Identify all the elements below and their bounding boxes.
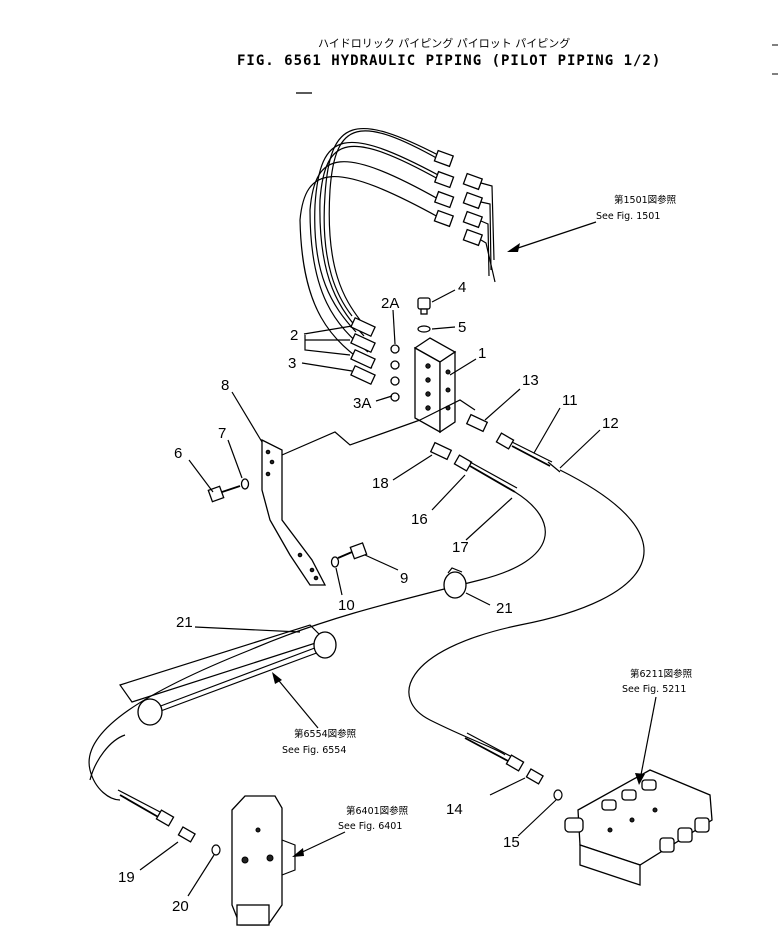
callout-11: 11 bbox=[562, 392, 578, 409]
ref-fig6211-en: See Fig. 5211 bbox=[622, 684, 686, 695]
callout-2a: 2A bbox=[381, 295, 399, 312]
callout-21-upper: 21 bbox=[496, 600, 513, 617]
callout-4: 4 bbox=[458, 279, 466, 296]
adapter-fitting bbox=[465, 413, 489, 433]
ref-fig1501-en: See Fig. 1501 bbox=[596, 211, 660, 222]
pilot-manifold-block bbox=[413, 337, 457, 434]
bracket-outline bbox=[281, 419, 421, 456]
callout-3: 3 bbox=[288, 355, 296, 372]
o-ring-part bbox=[417, 325, 431, 333]
leader-6211 bbox=[639, 696, 657, 781]
callout-13: 13 bbox=[522, 372, 539, 389]
callout-1: 1 bbox=[478, 345, 486, 362]
callout-20: 20 bbox=[172, 898, 189, 915]
adapter-fitting bbox=[429, 441, 453, 461]
callout-14: 14 bbox=[446, 801, 463, 818]
arrowhead bbox=[507, 243, 520, 252]
pilot-hose-bundle bbox=[299, 127, 441, 369]
title-english: FIG. 6561 HYDRAULIC PIPING (PILOT PIPING… bbox=[237, 53, 661, 69]
callout-7: 7 bbox=[218, 425, 226, 442]
hose-assembly-middle bbox=[88, 454, 546, 801]
arrowhead bbox=[292, 848, 304, 857]
mounting-bracket bbox=[261, 438, 327, 586]
o-ring-part bbox=[553, 789, 563, 801]
callout-8: 8 bbox=[221, 377, 229, 394]
hose-end-lower-right bbox=[464, 732, 544, 785]
ref-fig6554-en: See Fig. 6554 bbox=[282, 745, 346, 756]
plug-part bbox=[417, 297, 431, 315]
hose-end-lower-left bbox=[117, 789, 196, 843]
leader-1501 bbox=[511, 221, 597, 251]
ref-fig6211-jp: 第6211図参照 bbox=[630, 668, 693, 680]
hose-assembly-upper bbox=[408, 432, 645, 756]
callout-18: 18 bbox=[372, 475, 389, 492]
hose-end-fittings bbox=[304, 316, 400, 402]
bolt-part bbox=[207, 485, 241, 503]
bracket-outline bbox=[419, 399, 476, 421]
hose-clamp bbox=[443, 567, 467, 599]
bolt-part bbox=[337, 542, 368, 560]
ref-fig6401-jp: 第6401図参照 bbox=[346, 805, 409, 817]
callout-17: 17 bbox=[452, 539, 469, 556]
ref-fig6554-jp: 第6554図参照 bbox=[294, 728, 357, 740]
hose-protector bbox=[89, 624, 337, 781]
callout-2: 2 bbox=[290, 327, 298, 344]
leader-6401 bbox=[295, 831, 346, 856]
callout-19: 19 bbox=[118, 869, 135, 886]
washer-part bbox=[330, 556, 340, 568]
o-ring-part bbox=[211, 844, 221, 856]
washer-part bbox=[240, 478, 250, 490]
title-japanese: ハイドロリック パイピング パイロット パイピング bbox=[318, 36, 570, 50]
callout-leaders bbox=[139, 289, 601, 897]
callout-12: 12 bbox=[602, 415, 619, 432]
ref-fig6401-en: See Fig. 6401 bbox=[338, 821, 402, 832]
ref-fig1501-jp: 第1501図参照 bbox=[614, 194, 677, 206]
callout-15: 15 bbox=[503, 834, 520, 851]
control-valve-6211 bbox=[564, 769, 713, 886]
leader-6554 bbox=[274, 675, 319, 729]
callout-21-lower: 21 bbox=[176, 614, 193, 631]
arrowhead bbox=[272, 672, 282, 684]
arrowhead bbox=[635, 773, 645, 785]
callout-6: 6 bbox=[174, 445, 182, 462]
hose-connectors bbox=[433, 149, 496, 283]
callout-5: 5 bbox=[458, 319, 466, 336]
callout-16: 16 bbox=[411, 511, 428, 528]
callout-3a: 3A bbox=[353, 395, 371, 412]
callout-9: 9 bbox=[400, 570, 408, 587]
callout-10: 10 bbox=[338, 597, 355, 614]
valve-body-6401 bbox=[231, 795, 296, 926]
